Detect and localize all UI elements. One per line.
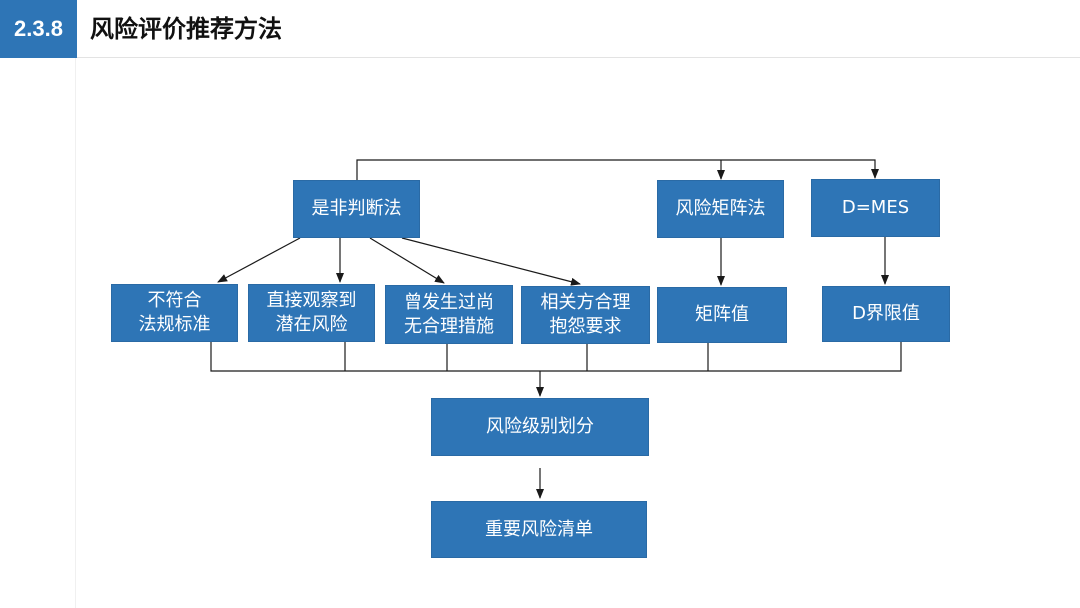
criteria-history-box: 曾发生过尚 无合理措施 <box>385 285 513 344</box>
arrow-to-complaint <box>401 237 581 286</box>
key-risk-list-box: 重要风险清单 <box>431 501 647 558</box>
arrow-to-criteria <box>217 237 301 283</box>
criteria-noncompliance-box: 不符合 法规标准 <box>111 284 238 342</box>
top-bracket-line <box>356 159 879 180</box>
dmes-method-box: D=MES <box>811 179 940 237</box>
criteria-line-2: 法规标准 <box>138 314 211 335</box>
arrow-to-history <box>369 237 445 284</box>
matrix-value-box: 矩阵值 <box>657 287 787 343</box>
d-limit-box: D界限值 <box>822 286 950 342</box>
criteria-observed-risk-box: 直接观察到 潜在风险 <box>248 284 375 342</box>
bottom-bracket-line <box>210 342 902 372</box>
complaint-line-2: 抱怨要求 <box>549 316 622 337</box>
page-title: 风险评价推荐方法 <box>90 15 282 43</box>
risk-level-label: 风险级别划分 <box>486 416 594 437</box>
risk-matrix-method-box: 风险矩阵法 <box>657 180 784 238</box>
observe-line-1: 直接观察到 <box>266 290 357 311</box>
criteria-line-1: 不符合 <box>147 290 202 311</box>
dmes-method-label: D=MES <box>841 197 910 218</box>
risk-level-box: 风险级别划分 <box>431 398 649 456</box>
d-limit-label: D界限值 <box>852 303 920 324</box>
yes-no-method-box: 是非判断法 <box>293 180 420 238</box>
section-number: 2.3.8 <box>0 0 77 58</box>
history-line-2: 无合理措施 <box>404 315 494 337</box>
header-divider <box>77 57 1080 58</box>
complaint-line-1: 相关方合理 <box>540 292 631 313</box>
matrix-value-label: 矩阵值 <box>695 304 749 325</box>
key-risk-list-label: 重要风险清单 <box>485 518 593 540</box>
history-line-1: 曾发生过尚 <box>404 291 494 313</box>
criteria-complaint-box: 相关方合理 抱怨要求 <box>521 286 650 344</box>
yes-no-method-label: 是非判断法 <box>311 198 402 219</box>
side-divider <box>75 58 76 608</box>
risk-matrix-method-label: 风险矩阵法 <box>675 198 766 219</box>
observe-line-2: 潜在风险 <box>275 314 348 335</box>
